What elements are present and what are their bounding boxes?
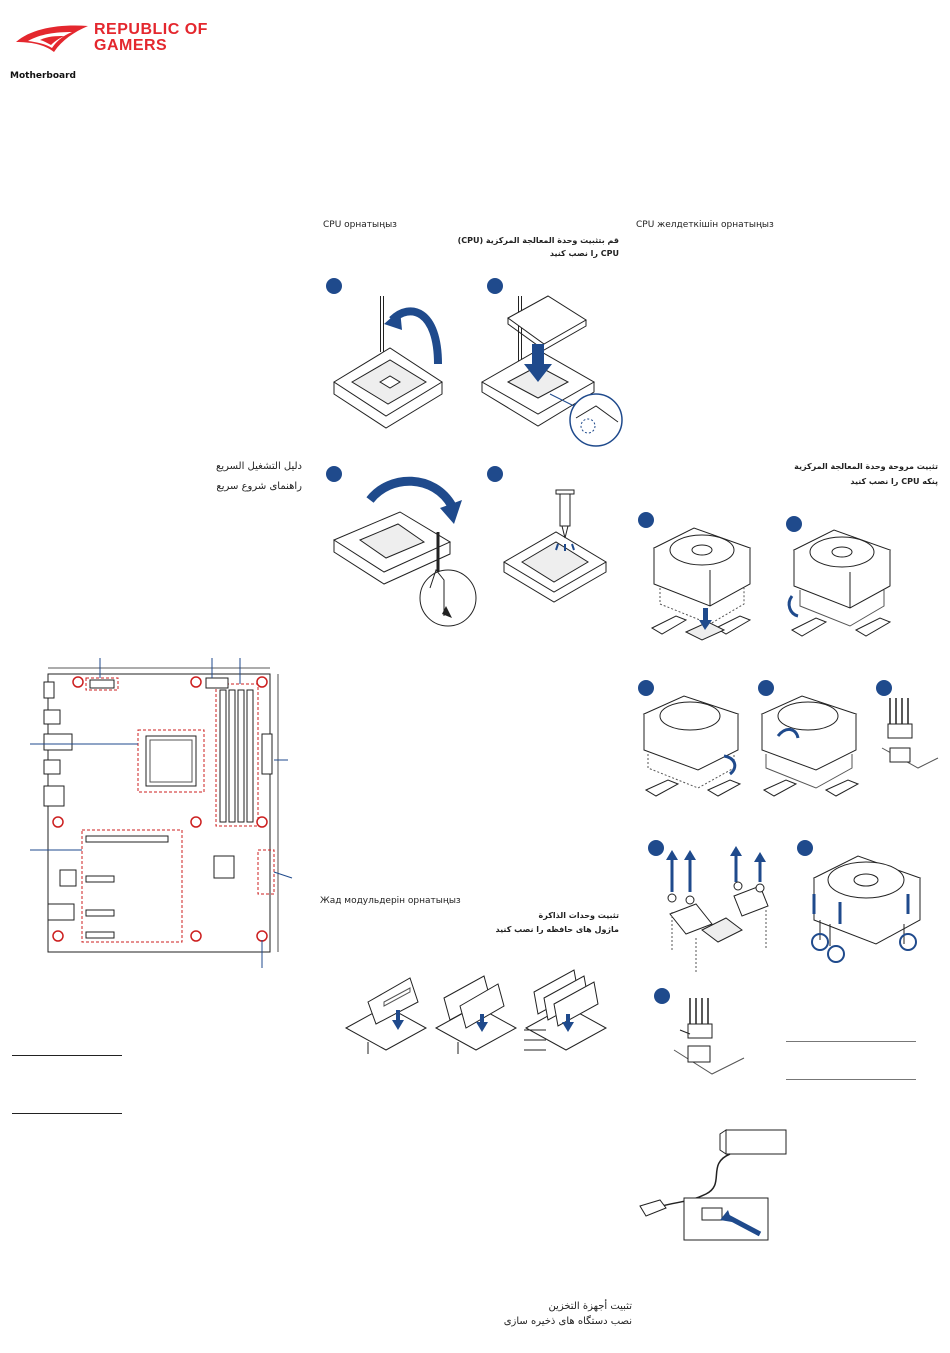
step-marker: [326, 278, 342, 294]
step-marker: [638, 512, 654, 528]
step-marker: [876, 680, 892, 696]
cooler-title-kk: CPU желдеткішін орнатыңыз: [636, 220, 774, 230]
note-rule-2: [12, 1113, 122, 1114]
brand-header: REPUBLIC OF GAMERS: [14, 20, 229, 60]
cooler-title-fa: پنکه CPU را نصب کنید: [850, 477, 938, 486]
brand-name-line1: REPUBLIC OF: [94, 21, 208, 38]
fan-connector-illustration-2: [673, 998, 745, 1075]
step-marker: [326, 466, 342, 482]
step-marker: [648, 840, 664, 856]
cpu-placement-illustration: [480, 295, 623, 447]
cpu-socket-lever-close-illustration: [332, 476, 477, 627]
step-marker: [786, 516, 802, 532]
cooler-lock-illustration-2: [760, 695, 860, 797]
rog-logo-icon: [16, 25, 88, 52]
step-marker: [797, 840, 813, 856]
cooler-bracket-removal-illustration: [666, 846, 769, 974]
motherboard-layout-diagram: [30, 658, 293, 968]
storage-cable-illustration: [639, 1129, 787, 1241]
memory-title-fa: ماژول های حافظه را نصب کنید: [495, 925, 619, 934]
storage-title-ar: تثبيت أجهزة التخزين: [548, 1301, 632, 1312]
cooler-title-ar: تثبيت مروحة وحدة المعالجة المركزية: [794, 462, 938, 471]
thermal-paste-illustration: [503, 489, 607, 603]
note-rule-4: [786, 1079, 916, 1080]
cooler-lock-illustration-1: [642, 695, 742, 797]
fan-connector-illustration-1: [881, 698, 939, 769]
step-marker: [654, 988, 670, 1004]
cooler-mount-illustration-1: [650, 527, 752, 641]
cooler-mount-illustration-2: [787, 529, 892, 637]
quick-start-title-ar: دليل التشغيل السريع: [216, 461, 302, 472]
cooler-screw-install-illustration: [811, 855, 922, 963]
memory-title-kk: Жад модульдерін орнатыңыз: [320, 896, 461, 906]
brand-name-line2: GAMERS: [94, 37, 168, 54]
storage-title-fa: نصب دستگاه های ذخیره سازی: [503, 1316, 632, 1327]
step-marker: [487, 466, 503, 482]
step-marker: [487, 278, 503, 294]
product-type: Motherboard: [10, 71, 76, 81]
cpu-title-fa: CPU را نصب کنید: [549, 249, 619, 258]
memory-title-ar: تثبيت وحدات الذاكرة: [538, 911, 619, 920]
note-rule-3: [786, 1041, 916, 1042]
quick-start-title-fa: راهنمای شروع سریع: [216, 481, 302, 492]
step-marker: [638, 680, 654, 696]
cpu-title-kk: CPU орнатыңыз: [323, 220, 397, 230]
note-rule-1: [12, 1055, 122, 1056]
memory-install-illustration: [344, 969, 608, 1054]
cpu-title-ar: قم بتثبيت وحدة المعالجة المركزية (CPU): [457, 236, 619, 245]
cpu-socket-lever-open-illustration: [333, 296, 443, 429]
step-marker: [758, 680, 774, 696]
